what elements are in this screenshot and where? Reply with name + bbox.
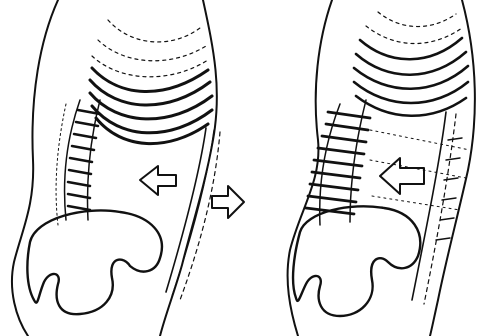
left-spine (56, 100, 100, 225)
left-body-outline-back (12, 0, 58, 336)
left-inward-arrow (140, 166, 176, 195)
right-inward-arrow (380, 158, 424, 194)
transition-arrow (212, 186, 244, 218)
left-ribcage-sketch (92, 20, 208, 77)
left-panel (12, 0, 220, 336)
right-panel (288, 0, 475, 336)
right-ribcage-sketch (366, 12, 462, 44)
left-abdominal-wall-inner (172, 130, 214, 296)
right-ribcage (354, 38, 468, 116)
left-abdominal-wall (166, 128, 206, 292)
left-pelvis (27, 210, 162, 314)
right-pelvis (293, 206, 420, 316)
left-abdominal-wall-dashed (180, 132, 220, 300)
right-abdominal-wall (412, 112, 446, 300)
left-ribcage (90, 68, 212, 144)
